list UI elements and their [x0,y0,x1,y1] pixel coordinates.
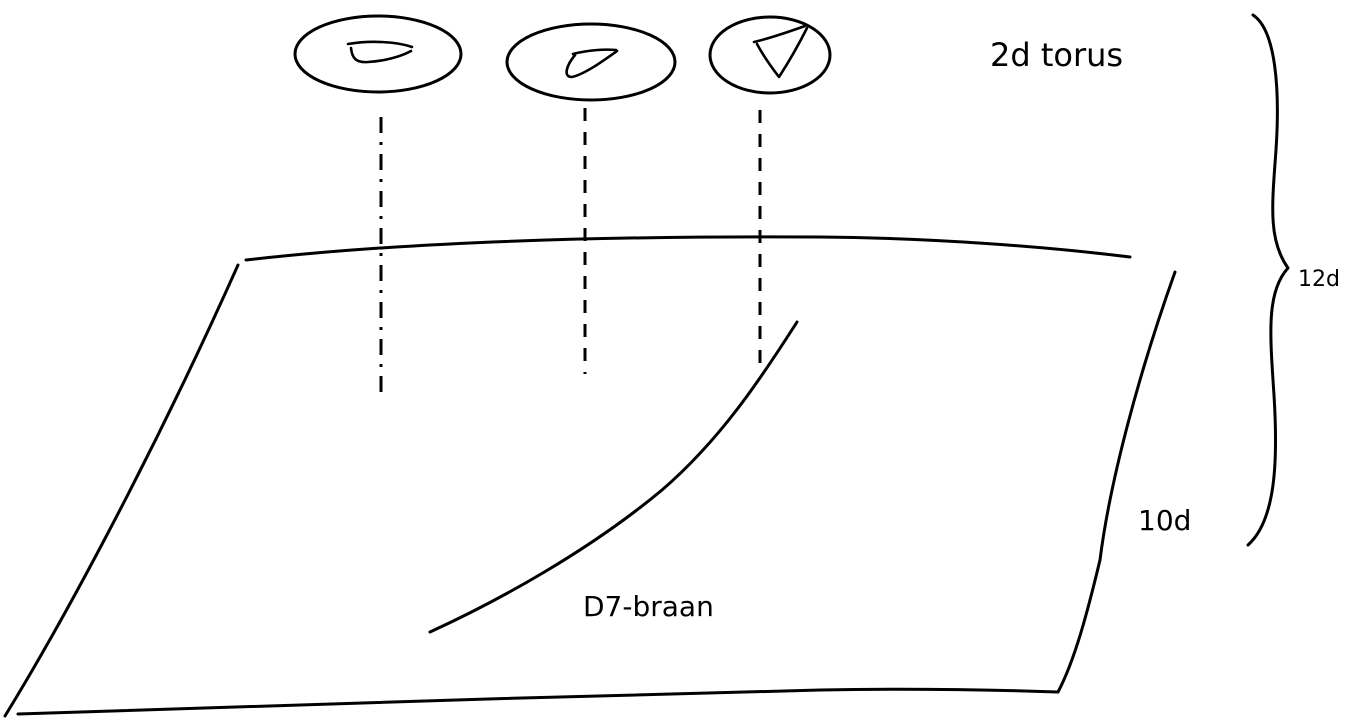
base-sheet [3,235,1177,718]
total-dimension-label: 12d [1298,267,1340,292]
base-dimension-label: 10d [1138,504,1191,537]
total-space-brace [1246,13,1290,547]
torus-fiber-2 [505,22,677,102]
torus-fiber-3 [708,15,832,95]
brane-label: D7-braan [583,590,714,623]
torus-fiber-1 [293,14,463,94]
d7-brane-curve [428,320,799,634]
torus-label: 2d torus [990,36,1123,74]
